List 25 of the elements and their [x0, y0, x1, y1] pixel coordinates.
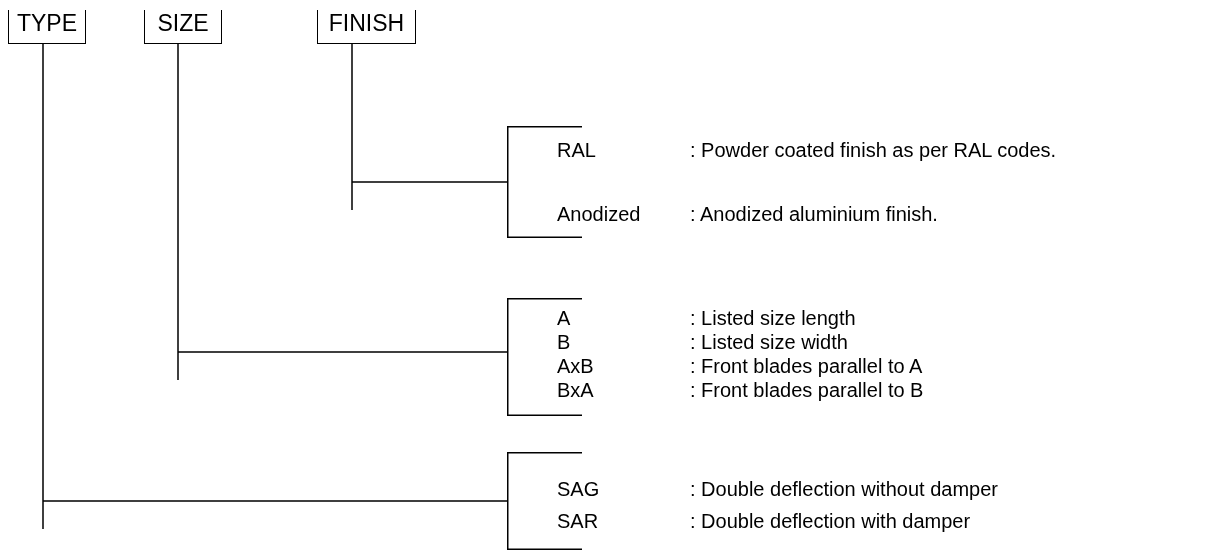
- header-text: FINISH: [327, 10, 406, 36]
- option-code: Anodized: [557, 203, 641, 225]
- header-text: SIZE: [156, 10, 210, 36]
- connector-line: [177, 43, 508, 381]
- option-code: SAR: [557, 510, 599, 532]
- option-description: : Anodized aluminium finish.: [690, 203, 938, 225]
- option-code: RAL: [557, 139, 596, 161]
- option-code: SAG: [557, 478, 600, 500]
- option-description: : Double deflection without damper: [690, 478, 998, 500]
- option-description: : Front blades parallel to B: [690, 379, 924, 401]
- option-description: : Front blades parallel to A: [690, 355, 923, 377]
- option-code: A: [557, 307, 571, 329]
- option-description: : Listed size width: [690, 331, 848, 353]
- option-code: B: [557, 331, 571, 353]
- header-text: TYPE: [15, 10, 79, 36]
- connector-line: [42, 43, 508, 530]
- connector-line: [351, 43, 508, 211]
- header-bracket: [144, 10, 222, 44]
- option-code: AxB: [557, 355, 594, 377]
- option-description: : Powder coated finish as per RAL codes.: [690, 139, 1057, 161]
- option-code: BxA: [557, 379, 594, 401]
- option-description: : Double deflection with damper: [690, 510, 971, 532]
- option-description: : Listed size length: [690, 307, 856, 329]
- header-bracket: [317, 10, 416, 44]
- header-bracket: [8, 10, 86, 44]
